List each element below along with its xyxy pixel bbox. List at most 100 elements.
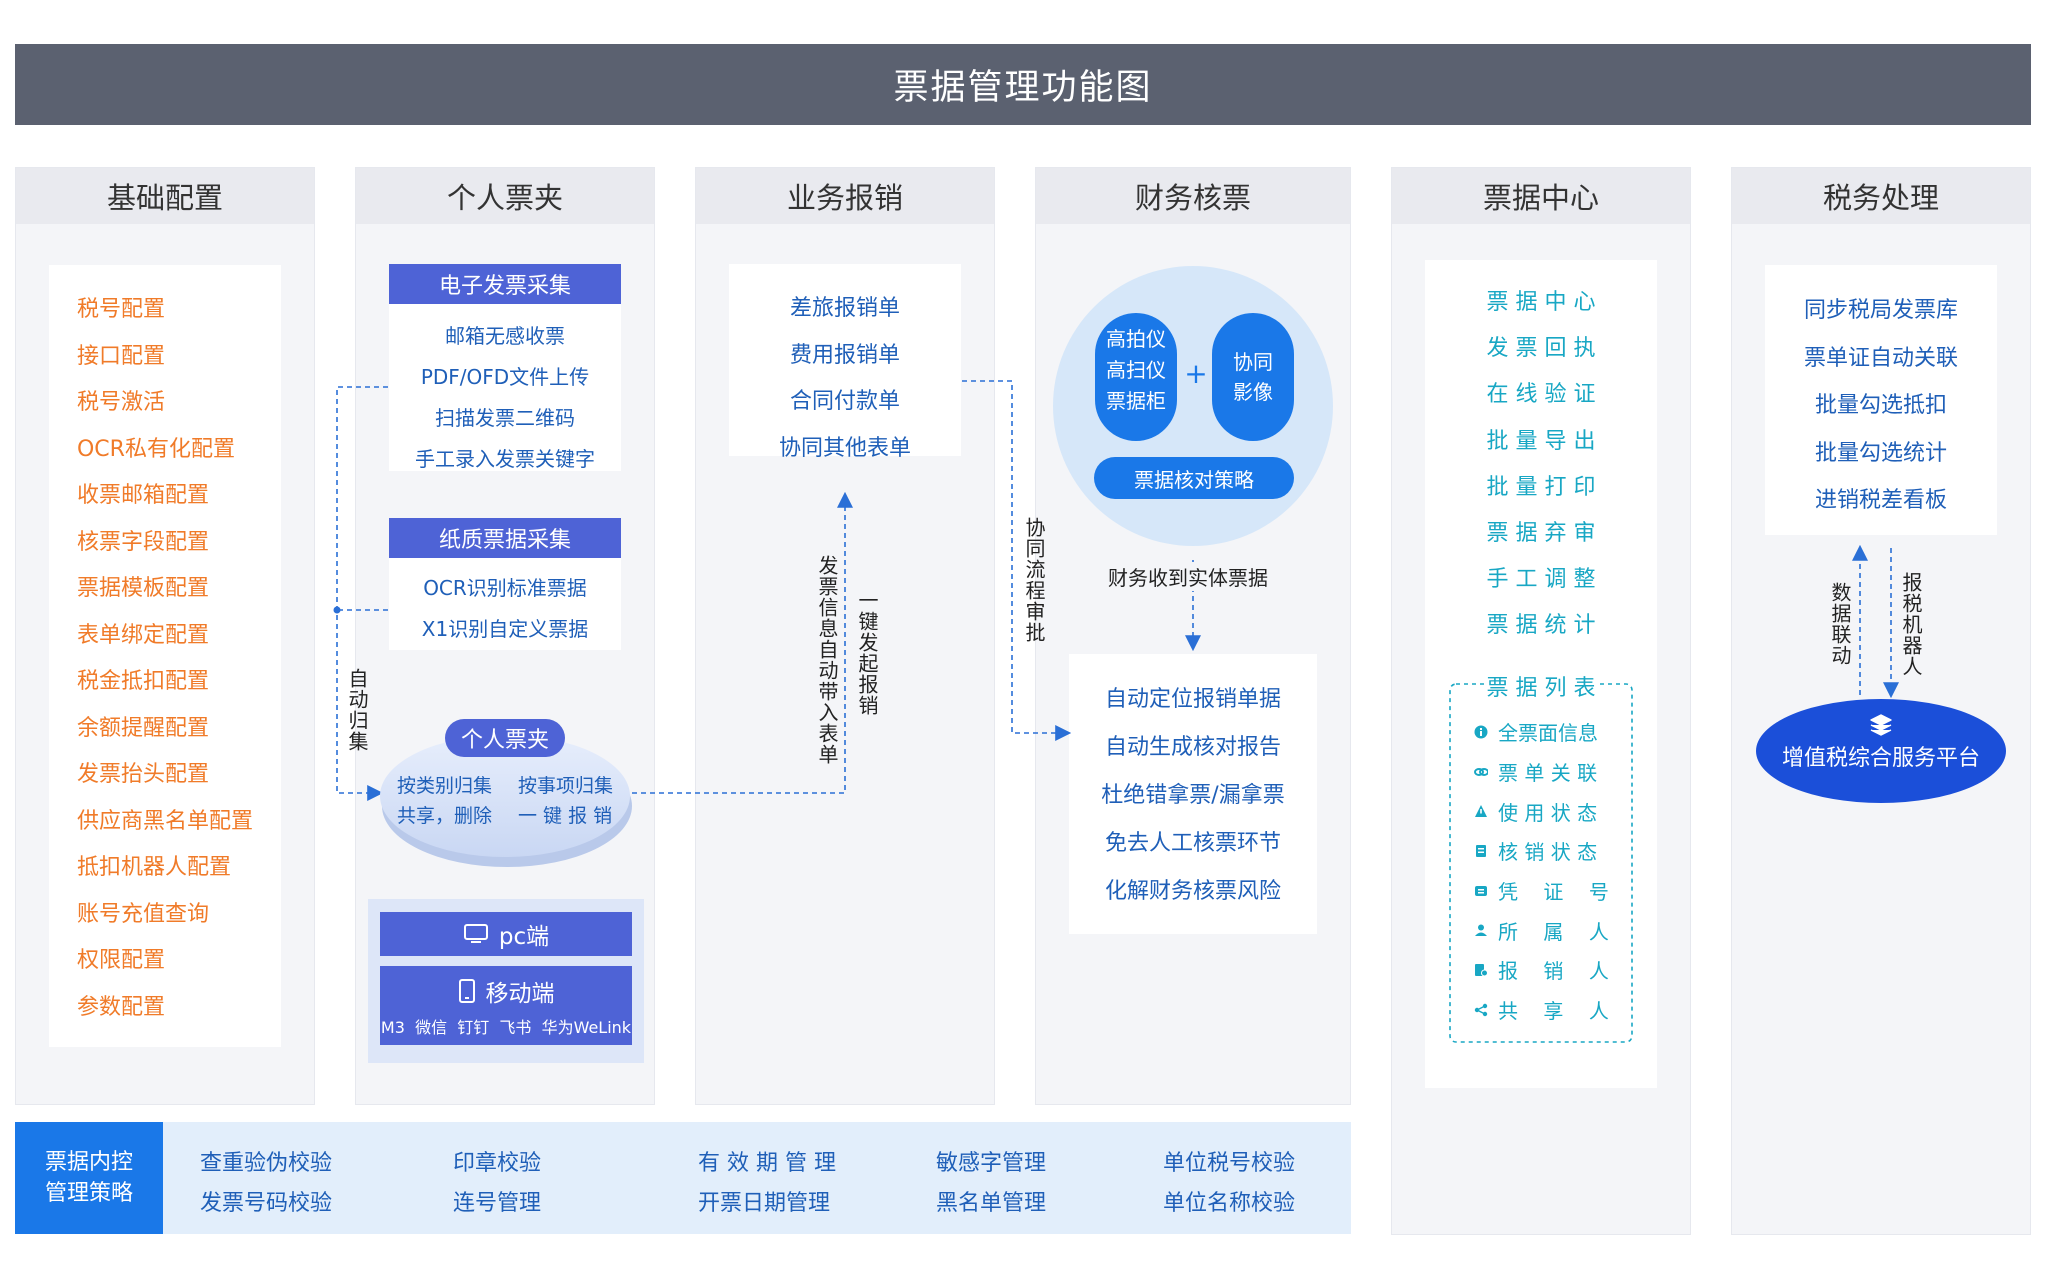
pc-label: pc端 — [498, 924, 550, 950]
reimburse-icon — [1475, 963, 1488, 977]
collab-line-1: 协同 — [1233, 350, 1273, 374]
finance-result-item: 免去人工核票环节 — [1104, 831, 1281, 856]
strategy-item: 发票号码校验 — [200, 1191, 333, 1216]
config-item: 表单绑定配置 — [76, 622, 209, 648]
finance-result-item: 杜绝错拿票/漏拿票 — [1101, 783, 1285, 808]
info-icon — [1474, 725, 1488, 739]
column-business-reimbursement: 业务报销 差旅报销单费用报销单合同付款单协同其他表单 — [695, 167, 995, 1105]
device-pill-text: 高拍仪 高扫仪 票据柜 — [1095, 324, 1177, 417]
collab-approval-label: 协同流程审批 — [1022, 517, 1046, 643]
config-item: 票据模板配置 — [76, 576, 209, 601]
collab-pill-text: 协同 影像 — [1212, 347, 1294, 407]
mobile-button[interactable]: 移动端 M3 微信 钉钉 飞书 华为WeLink — [380, 966, 632, 1045]
reimbursement-form-item: 合同付款单 — [789, 389, 900, 414]
invoice-list-item: 共 享 人 — [1474, 990, 1624, 1030]
strategy-item: 单位名称校验 — [1163, 1191, 1296, 1216]
column-title: 财务核票 — [1036, 168, 1350, 224]
reimbursement-form-item: 差旅报销单 — [789, 296, 900, 321]
invoice-list-item: 使 用 状 态 — [1474, 791, 1624, 831]
auto-fill-flow-label: 发票信息自动带入表单 — [815, 555, 839, 765]
plus-sign: + — [1184, 357, 1208, 390]
invoice-list-item: 所 属 人 — [1474, 910, 1624, 950]
invoice-list-item: 全票面信息 — [1474, 712, 1624, 752]
invoice-center-item: 在 线 验 证 — [1486, 382, 1596, 408]
invoice-center-item: 手 工 调 整 — [1486, 567, 1596, 593]
strategy-item: 黑名单管理 — [936, 1191, 1047, 1216]
invoice-list-item-label: 凭 证 号 — [1498, 880, 1609, 905]
invoice-list-item-label: 票 单 关 联 — [1498, 761, 1598, 786]
mobile-platforms: M3 微信 钉钉 飞书 华为WeLink — [380, 1017, 632, 1037]
diagram-title: 票据管理功能图 — [15, 44, 2031, 125]
receive-label: 财务收到实体票据 — [1108, 562, 1268, 591]
collab-line-2: 影像 — [1233, 380, 1273, 404]
strategy-item: 有 效 期 管 理 — [698, 1151, 836, 1176]
strategy-item: 敏感字管理 — [936, 1151, 1047, 1176]
column-title: 基础配置 — [16, 168, 314, 224]
invoice-list-item-label: 使 用 状 态 — [1498, 800, 1598, 825]
column-title: 税务处理 — [1732, 168, 2030, 224]
folder-left-line2: 共享，删除 — [397, 805, 493, 827]
invoice-list-item-label: 全票面信息 — [1498, 721, 1598, 746]
config-item: 发票抬头配置 — [76, 762, 209, 787]
device-line-3: 票据柜 — [1106, 389, 1166, 413]
tax-item: 票单证自动关联 — [1803, 345, 1958, 371]
pc-button[interactable]: pc端 — [380, 912, 632, 956]
link-icon — [1474, 767, 1488, 776]
reimbursement-form-item: 协同其他表单 — [778, 435, 911, 461]
user-icon — [1475, 924, 1487, 937]
invoice-center-item: 票 据 中 心 — [1486, 290, 1596, 315]
data-link-label: 数据联动 — [1828, 582, 1852, 666]
folder-right-line1: 按事项归集 — [518, 775, 614, 797]
invoice-center-item: 票 据 弃 审 — [1486, 520, 1596, 546]
config-item: 权限配置 — [76, 948, 165, 973]
device-line-2: 高扫仪 — [1106, 358, 1166, 382]
strategy-label-box: 票据内控 管理策略 — [15, 1122, 163, 1234]
strategy-label-line1: 票据内控 — [44, 1150, 133, 1175]
config-item: 税金抵扣配置 — [76, 669, 209, 694]
device-line-1: 高拍仪 — [1106, 327, 1166, 351]
config-item: 收票邮箱配置 — [76, 483, 209, 508]
invoice-list-item-label: 共 享 人 — [1498, 999, 1609, 1024]
strategy-item: 查重验伪校验 — [200, 1151, 333, 1176]
config-item: 账号充值查询 — [76, 901, 209, 927]
config-item: 核票字段配置 — [76, 529, 209, 555]
reimbursement-form-item: 费用报销单 — [789, 342, 900, 368]
strategy-item: 单位税号校验 — [1163, 1151, 1296, 1176]
tax-list: 同步税局发票库票单证自动关联批量勾选抵扣批量勾选统计进销税差看板 — [1765, 265, 1997, 525]
column-finance-check: 财务核票 自动定位报销单据自动生成核对报告杜绝错拿票/漏拿票免去人工核票环节化解… — [1035, 167, 1351, 1105]
column-tax-processing: 税务处理 同步税局发票库票单证自动关联批量勾选抵扣批量勾选统计进销税差看板 — [1731, 167, 2031, 1235]
invoice-list-items: 全票面信息票 单 关 联使 用 状 态核 销 状 态凭 证 号所 属 人报 销 … — [1474, 712, 1624, 1030]
share-icon — [1474, 1003, 1488, 1016]
finance-results-card: 自动定位报销单据自动生成核对报告杜绝错拿票/漏拿票免去人工核票环节化解财务核票风… — [1069, 654, 1317, 934]
invoice-list-item: 凭 证 号 — [1474, 871, 1624, 911]
invoice-list-item-label: 报 销 人 — [1498, 959, 1609, 984]
one-click-flow-label: 一键发起报销 — [855, 590, 879, 716]
tax-item: 批量勾选抵扣 — [1814, 393, 1947, 418]
invoice-center-item: 票 据 统 计 — [1486, 613, 1596, 639]
config-item: 参数配置 — [76, 994, 165, 1020]
config-item: 税号激活 — [76, 390, 165, 415]
tax-item: 进销税差看板 — [1814, 488, 1947, 513]
junction-dot — [333, 606, 341, 614]
reimbursement-forms-list: 差旅报销单费用报销单合同付款单协同其他表单 — [729, 264, 961, 472]
config-item: 接口配置 — [76, 343, 165, 369]
invoice-list-title: 票 据 列 表 — [1484, 670, 1598, 702]
strategy-item: 开票日期管理 — [698, 1191, 831, 1216]
auto-collect-label: 自动归集 — [345, 668, 369, 752]
invoice-list-item: 票 单 关 联 — [1474, 752, 1624, 792]
folder-right-line2: 一 键 报 销 — [518, 805, 613, 827]
tax-card: 同步税局发票库票单证自动关联批量勾选抵扣批量勾选统计进销税差看板 — [1765, 265, 1997, 535]
config-item: 供应商黑名单配置 — [76, 808, 253, 834]
paper-invoice-item: X1识别自定义票据 — [421, 617, 589, 641]
invoice-list-item: 核 销 状 态 — [1474, 831, 1624, 871]
finance-result-item: 自动生成核对报告 — [1104, 735, 1281, 760]
invoice-center-item: 发 票 回 执 — [1486, 336, 1596, 362]
invoice-list-item-label: 所 属 人 — [1498, 919, 1609, 944]
tax-item: 同步税局发票库 — [1803, 298, 1958, 323]
tax-item: 批量勾选统计 — [1814, 440, 1947, 466]
